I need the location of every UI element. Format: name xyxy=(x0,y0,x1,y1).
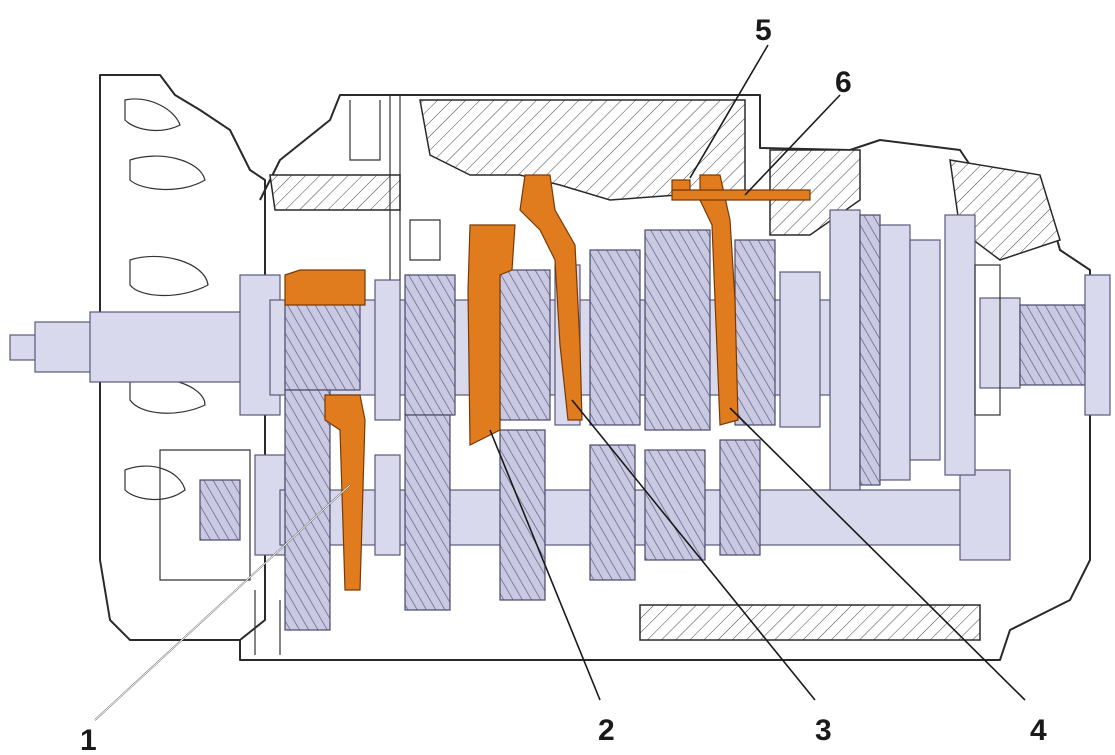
callout-5: 5 xyxy=(755,14,772,47)
counter-shaft xyxy=(199,454,1011,561)
callout-6: 6 xyxy=(835,66,852,99)
shift-fork-2 xyxy=(467,224,516,446)
callout-2: 2 xyxy=(598,714,615,747)
callout-1: 1 xyxy=(80,724,97,755)
callout-labels: 1 2 3 4 5 6 xyxy=(80,14,1047,755)
shift-rod xyxy=(671,179,811,201)
shift-fork-1 xyxy=(284,269,366,591)
callout-4: 4 xyxy=(1030,714,1047,747)
shift-fork-3 xyxy=(519,174,583,421)
leader-lines xyxy=(94,44,1026,721)
input-shaft xyxy=(9,274,281,416)
clutch-pack xyxy=(829,209,1001,491)
callout-3: 3 xyxy=(815,714,832,747)
